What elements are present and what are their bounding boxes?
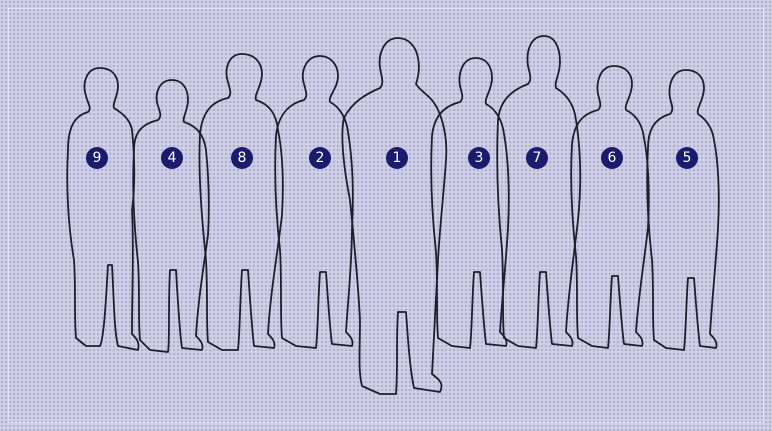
number-badge-1: 1 <box>386 147 408 169</box>
number-badge-3: 3 <box>468 147 490 169</box>
number-badge-5: 5 <box>676 147 698 169</box>
silhouette-9 <box>67 68 138 350</box>
number-badge-2: 2 <box>309 147 331 169</box>
number-badge-4: 4 <box>161 147 183 169</box>
silhouette-5 <box>647 70 719 350</box>
number-badge-8: 8 <box>231 147 253 169</box>
number-badge-6: 6 <box>601 147 623 169</box>
silhouette-1 <box>342 38 446 394</box>
silhouette-8 <box>199 54 282 350</box>
silhouette-2 <box>275 56 353 348</box>
number-badge-9: 9 <box>86 147 108 169</box>
number-badge-7: 7 <box>526 147 548 169</box>
silhouette-6 <box>571 66 649 348</box>
silhouette-4 <box>133 80 209 352</box>
